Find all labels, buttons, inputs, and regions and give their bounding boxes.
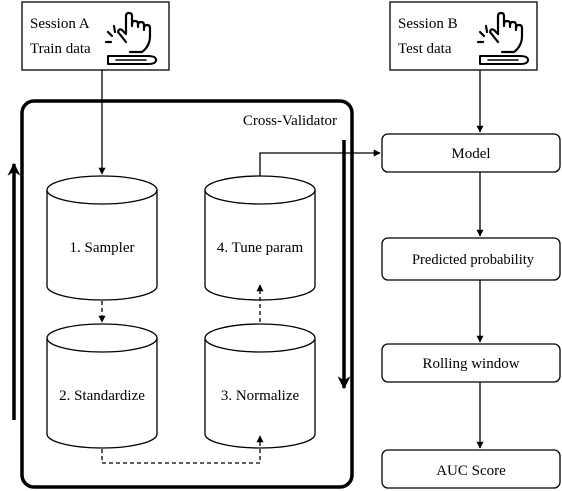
session-b-box: Session B Test data xyxy=(389,1,538,71)
auc-score-label: AUC Score xyxy=(436,463,506,479)
arrow-tune-param-to-model xyxy=(259,149,381,176)
session-b-title: Session B xyxy=(398,16,458,32)
normalize-label: 3. Normalize xyxy=(221,388,300,404)
session-a-title: Session A xyxy=(30,16,90,32)
standardize-cylinder: 2. Standardize xyxy=(46,323,158,449)
cross-validator-title: Cross-Validator xyxy=(243,113,337,129)
touch-screen-icon xyxy=(476,11,529,65)
tune-param-label: 4. Tune param xyxy=(217,240,304,256)
rolling-window-label: Rolling window xyxy=(422,356,519,372)
cross-validator-container: Cross-Validator xyxy=(20,99,354,489)
touch-screen-icon xyxy=(104,11,157,65)
tune-param-cylinder: 4. Tune param xyxy=(204,175,316,301)
rolling-window-box: Rolling window xyxy=(381,343,561,383)
auc-score-box: AUC Score xyxy=(381,449,561,489)
normalize-cylinder: 3. Normalize xyxy=(204,323,316,449)
sampler-label: 1. Sampler xyxy=(70,240,135,256)
predicted-probability-label: Predicted probability xyxy=(412,252,535,268)
session-a-box: Session A Train data xyxy=(21,1,170,71)
predicted-probability-box: Predicted probability xyxy=(381,237,561,281)
session-a-subtitle: Train data xyxy=(30,41,91,57)
arrow-standardize-to-normalize xyxy=(101,435,264,464)
sampler-cylinder: 1. Sampler xyxy=(46,175,158,301)
standardize-label: 2. Standardize xyxy=(59,388,145,404)
model-box: Model xyxy=(381,133,561,173)
model-label: Model xyxy=(451,146,490,162)
session-b-subtitle: Test data xyxy=(398,41,452,57)
